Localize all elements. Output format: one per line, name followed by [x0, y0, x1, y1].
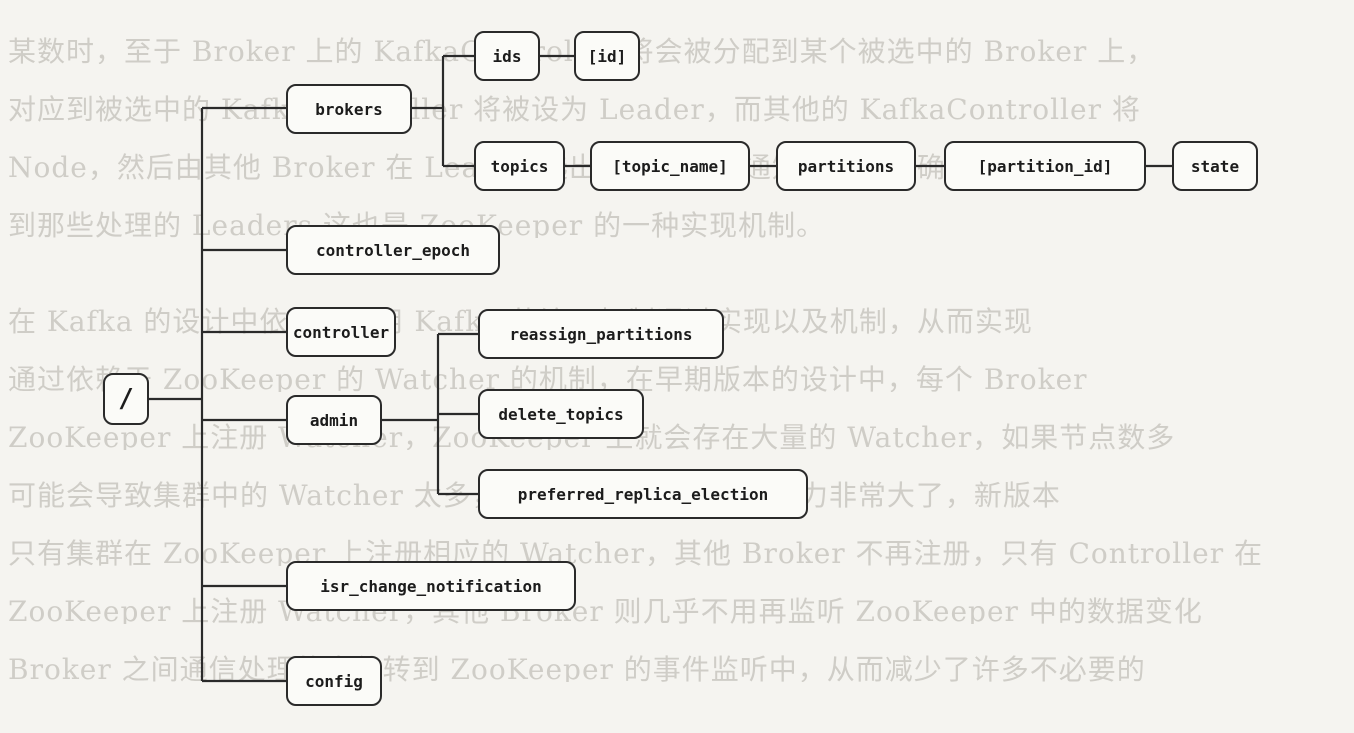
node-isr-change-notification: isr_change_notification	[286, 561, 576, 611]
node-topic-name: [topic_name]	[590, 141, 750, 191]
node-partition-id: [partition_id]	[944, 141, 1146, 191]
node-brokers: brokers	[286, 84, 412, 134]
node-controller-epoch: controller_epoch	[286, 225, 500, 275]
root-node: /	[103, 373, 149, 425]
node-reassign-partitions: reassign_partitions	[478, 309, 724, 359]
background-text-line: 只有集群在 ZooKeeper 上注册相应的 Watcher，其他 Broker…	[8, 537, 1264, 566]
background-text-line: ZooKeeper 上注册 Watcher，其他 Broker 则几乎不用再监听…	[8, 595, 1203, 624]
node-admin: admin	[286, 395, 382, 445]
node-partitions: partitions	[776, 141, 916, 191]
background-text-line: 对应到被选中的 KafkaController 将被设为 Leader，而其他的…	[8, 93, 1141, 122]
node-ids: ids	[474, 31, 540, 81]
node-preferred-replica-election: preferred_replica_election	[478, 469, 808, 519]
background-text-line: 通过依赖于 ZooKeeper 的 Watcher 的机制，在早期版本的设计中，…	[8, 363, 1088, 392]
node-delete-topics: delete_topics	[478, 389, 644, 439]
node-controller: controller	[286, 307, 396, 357]
node-topics: topics	[474, 141, 565, 191]
node-id: [id]	[574, 31, 640, 81]
background-text-line: Broker 之间通信处理的事件转到 ZooKeeper 的事件监听中，从而减少…	[8, 653, 1146, 682]
node-config: config	[286, 656, 382, 706]
node-state: state	[1172, 141, 1258, 191]
